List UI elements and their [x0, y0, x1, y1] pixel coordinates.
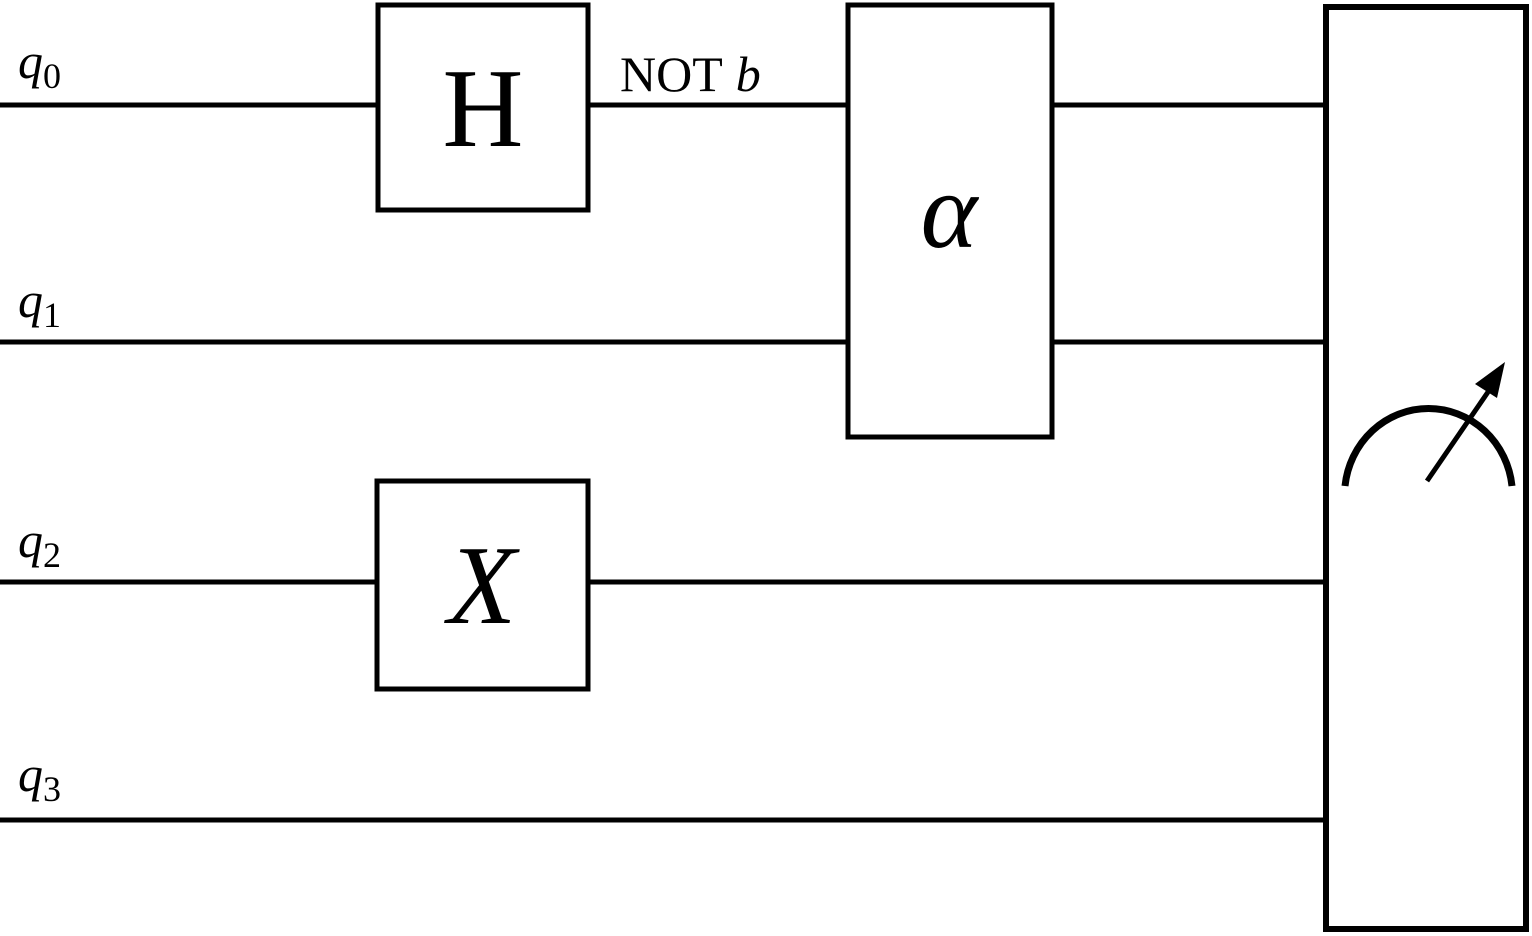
meter-arc	[1341, 405, 1516, 487]
measurement-box	[1323, 4, 1529, 932]
x-gate-box	[374, 478, 591, 692]
alpha-gate-label: α	[921, 152, 980, 271]
measurement-gate	[1323, 4, 1529, 932]
x-gate-label: X	[444, 524, 521, 648]
x-gate: X	[374, 478, 591, 692]
alpha-gate-box	[845, 2, 1055, 440]
meter-gauge-icon	[1341, 362, 1516, 487]
meter-needle-arrowhead	[1475, 362, 1505, 398]
meter-needle	[1424, 390, 1491, 483]
hadamard-gate-box	[375, 2, 591, 213]
qubit-label-q3: q3	[18, 746, 61, 809]
alpha-gate: α	[845, 2, 1055, 440]
qubit-label-q0: q0	[18, 33, 61, 96]
hadamard-gate-label: H	[443, 47, 524, 171]
qubit-label-q2: q2	[18, 512, 61, 575]
hadamard-gate: H	[375, 2, 591, 213]
qubit-label-q1: q1	[18, 272, 61, 335]
